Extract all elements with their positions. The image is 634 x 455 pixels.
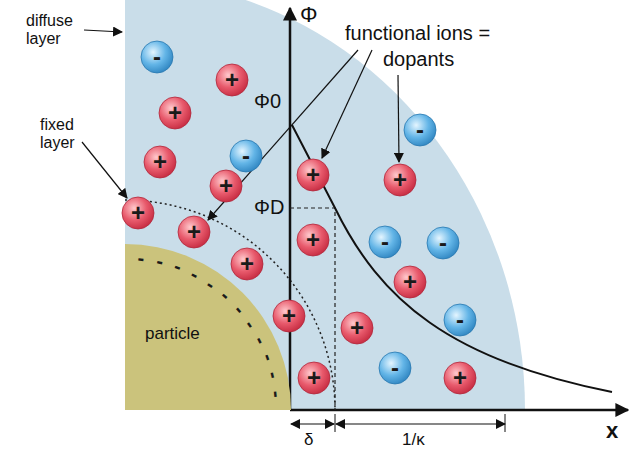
leader-line (398, 75, 399, 162)
potential-axis (289, 8, 292, 410)
potential-curve (292, 125, 612, 392)
ion-circle: + (383, 163, 417, 197)
ion-circle: + (230, 247, 264, 281)
axis-label: x (606, 418, 618, 443)
potential-level-label: Φ0 (254, 90, 281, 113)
annotation-label: functional ions = (345, 22, 490, 45)
ion-charge-sign: + (219, 174, 233, 198)
cation-fill (216, 64, 248, 96)
anion-fill (369, 226, 401, 258)
cation-fill (144, 146, 176, 178)
particle-label: particle (145, 324, 200, 344)
leader-line (82, 142, 127, 198)
cation-fill (231, 248, 263, 280)
ion-circle: + (177, 215, 211, 249)
ion-circle: + (296, 158, 330, 192)
ion-charge-sign: + (453, 366, 467, 390)
cation-fill (394, 266, 426, 298)
fixed-layer-boundary (125, 200, 335, 410)
distance-axis (290, 409, 628, 412)
ion-circle: + (158, 96, 192, 130)
ion-charge-sign: + (403, 270, 417, 294)
ion-circle: - (229, 139, 263, 173)
particle-body: particle (125, 244, 291, 410)
ion-circle: - (443, 303, 477, 337)
leader-line (84, 30, 122, 32)
ion-charge-sign: - (381, 230, 389, 254)
ion-circle: + (296, 223, 330, 257)
ion-charge-sign: + (225, 68, 239, 92)
ion-circle: + (121, 196, 155, 230)
anion-fill (404, 114, 436, 146)
ion-circle: + (215, 63, 249, 97)
cation-fill (298, 362, 330, 394)
dimension-tick (505, 414, 506, 432)
ion-charge-sign: - (242, 144, 250, 168)
debye-length-dimension (336, 423, 505, 424)
dimension-label: 1/κ (402, 430, 425, 450)
region-label: fixed layer (40, 116, 90, 153)
ion-charge-sign: + (168, 101, 182, 125)
annotation-label: dopants (383, 48, 454, 71)
leader-line (322, 50, 372, 158)
cation-fill (122, 197, 154, 229)
cation-fill (341, 312, 373, 344)
anion-fill (427, 227, 459, 259)
ion-circle: + (272, 299, 306, 333)
ion-charge-sign: + (306, 228, 320, 252)
ion-charge-sign: - (456, 308, 464, 332)
dimension-label: δ (304, 430, 313, 450)
anion-fill (379, 352, 411, 384)
cation-fill (178, 216, 210, 248)
ion-charge-sign: - (416, 118, 424, 142)
cation-fill (273, 300, 305, 332)
ion-circle: - (140, 40, 174, 74)
cation-fill (444, 362, 476, 394)
ion-charge-sign: + (153, 150, 167, 174)
ion-charge-sign: + (131, 201, 145, 225)
ion-circle: + (143, 145, 177, 179)
ion-circle: - (368, 225, 402, 259)
cation-fill (297, 224, 329, 256)
anion-fill (444, 304, 476, 336)
ion-circle: + (443, 361, 477, 395)
ion-circle: - (426, 226, 460, 260)
ion-charge-sign: + (393, 168, 407, 192)
ion-charge-sign: - (391, 356, 399, 380)
ion-circle: - (378, 351, 412, 385)
ion-charge-sign: - (153, 45, 161, 69)
particle-fill (125, 244, 291, 410)
ion-circle: + (340, 311, 374, 345)
ion-circle: - (403, 113, 437, 147)
dimension-tick (335, 414, 336, 432)
ion-charge-sign: + (307, 366, 321, 390)
cation-fill (210, 170, 242, 202)
anion-fill (230, 140, 262, 172)
ion-charge-sign: + (350, 316, 364, 340)
leader-line (208, 50, 358, 220)
ion-charge-sign: + (306, 163, 320, 187)
cation-fill (297, 159, 329, 191)
axis-label: Φ (300, 2, 318, 27)
region-label: diffuse layer (26, 12, 90, 49)
ion-circle: + (393, 265, 427, 299)
ion-charge-sign: - (439, 231, 447, 255)
ion-circle: + (297, 361, 331, 395)
diffuse-layer-region (125, 0, 525, 410)
delta-dimension (291, 423, 334, 424)
ion-circle: + (209, 169, 243, 203)
potential-level-label: ΦD (254, 196, 284, 219)
ion-charge-sign: + (282, 304, 296, 328)
cation-fill (159, 97, 191, 129)
ion-charge-sign: + (240, 252, 254, 276)
cation-fill (384, 164, 416, 196)
ion-charge-sign: + (187, 220, 201, 244)
anion-fill (141, 41, 173, 73)
